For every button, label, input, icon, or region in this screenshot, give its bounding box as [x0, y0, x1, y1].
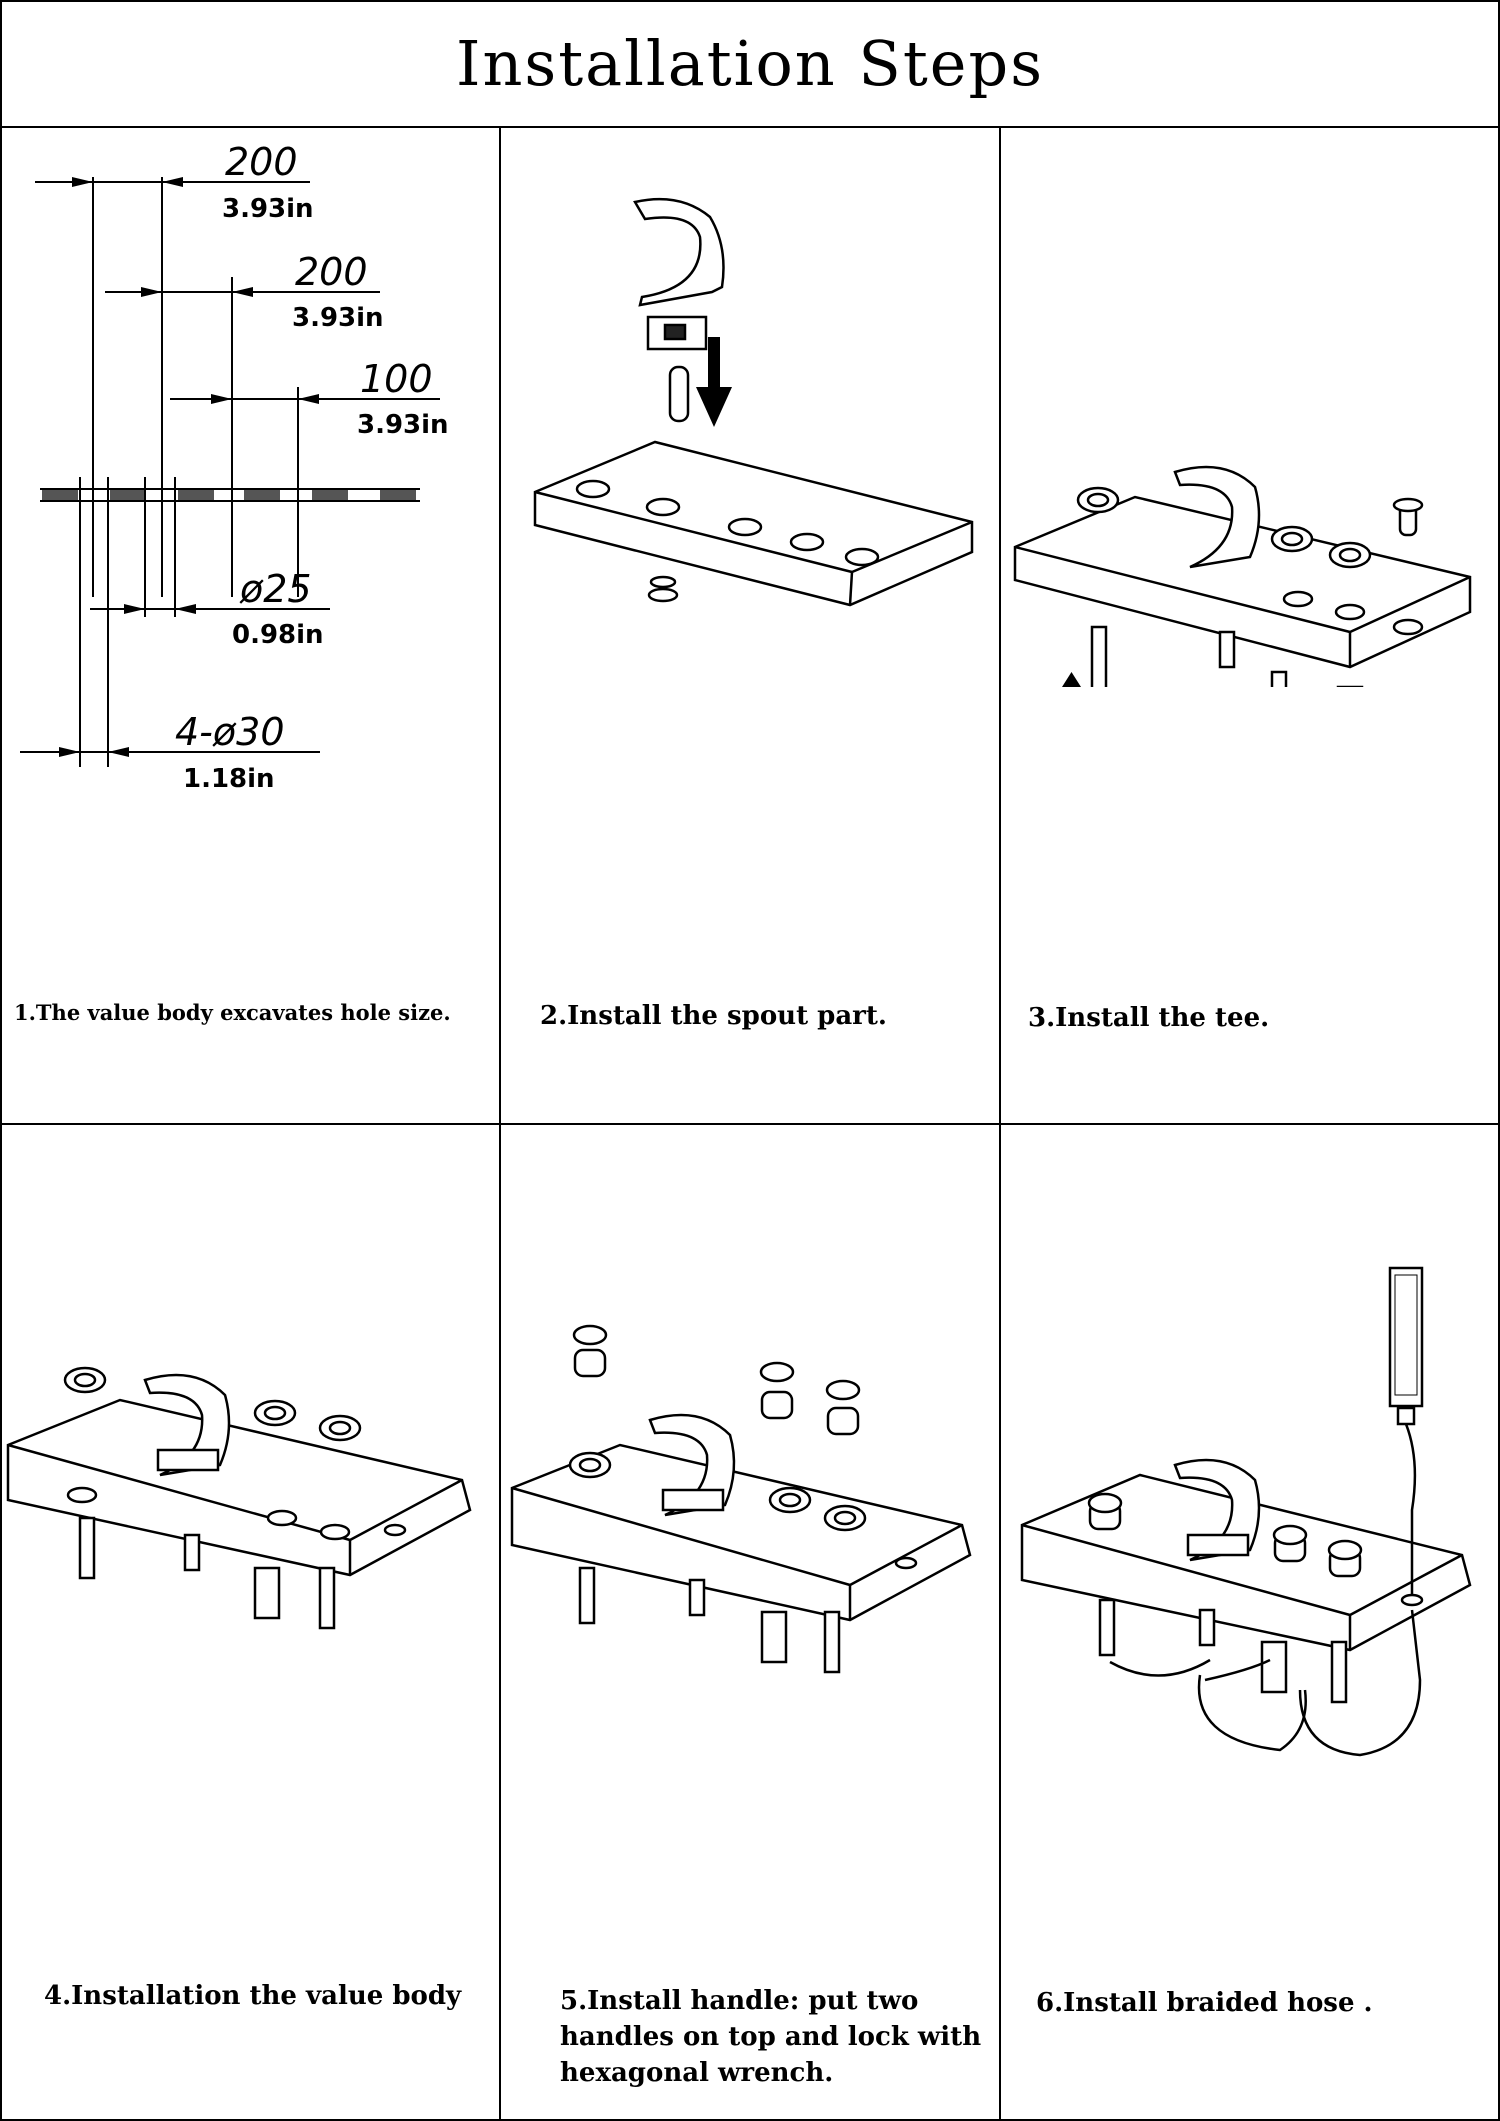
dim-5-inch: 1.18in	[183, 764, 275, 794]
page-title: Installation Steps	[455, 26, 1045, 100]
panel-6-hose-drawing	[1020, 1266, 1472, 1757]
dim-2-inch: 3.93in	[292, 303, 384, 333]
panel-1-dimension-drawing: 200 200 100 ø25 4-ø30 3.93in 3.93in 3.93…	[20, 140, 449, 794]
dim-4-mm: ø25	[239, 567, 312, 611]
step-5-caption: 5.Install handle: put two handles on top…	[560, 1986, 982, 2088]
dim-5-mm: 4-ø30	[175, 710, 285, 754]
dim-3-mm: 100	[360, 357, 433, 401]
step-4-caption: 4.Installation the value body	[44, 1981, 462, 2011]
step-6-caption: 6.Install braided hose .	[1036, 1988, 1373, 2018]
panel-3-tee-drawing	[1013, 465, 1472, 687]
dim-4-inch: 0.98in	[232, 620, 324, 650]
step-2-caption: 2.Install the spout part.	[540, 1001, 887, 1031]
panel-4-value-body-drawing	[6, 1366, 472, 1630]
dim-2-mm: 200	[295, 250, 368, 294]
panel-5-handles-drawing	[510, 1324, 972, 1674]
dim-3-inch: 3.93in	[357, 410, 449, 440]
dim-1-inch: 3.93in	[222, 194, 314, 224]
step-3-caption: 3.Install the tee.	[1028, 1003, 1270, 1033]
panel-2-spout-drawing	[533, 197, 974, 607]
dim-1-mm: 200	[225, 140, 298, 184]
step-1-caption: 1.The value body excavates hole size.	[14, 1000, 451, 1025]
